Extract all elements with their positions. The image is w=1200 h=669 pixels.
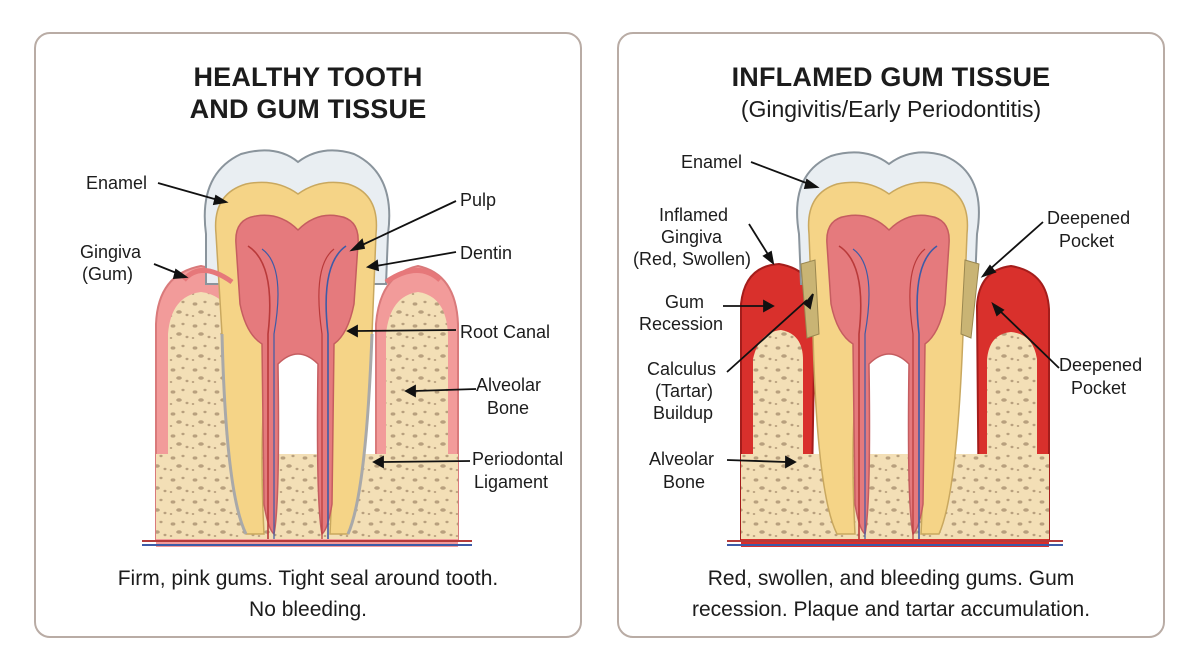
label-inflamed-gingiva-line1: Inflamed — [659, 205, 729, 225]
label-pocket-top-line2: Pocket — [1059, 231, 1115, 251]
inflamed-caption-line2: recession. Plaque and tartar accumulatio… — [691, 598, 1091, 621]
label-pocket-bottom-line1: Deepened — [1059, 355, 1143, 375]
label-inflamed-gingiva-line3: (Red, Swollen) — [633, 249, 752, 269]
label-alveolar-line1: Alveolar — [649, 449, 715, 469]
healthy-root-outline — [220, 333, 374, 535]
label-inflamed-gingiva-line2: Gingiva — [661, 227, 723, 247]
healthy-caption-line1: Firm, pink gums. Tight seal around tooth… — [117, 567, 499, 590]
label-calculus-line2: (Tartar) — [655, 381, 713, 401]
label-pocket-bottom-line2: Pocket — [1071, 378, 1127, 398]
label-gingiva-line2: (Gum) — [82, 264, 133, 284]
label-calculus-line3: Buildup — [653, 403, 714, 423]
label-pocket-top-line1: Deepened — [1047, 208, 1131, 228]
inflamed-tooth-illustration — [723, 151, 1063, 547]
inflamed-panel: INFLAMED GUM TISSUE (Gingivitis/Early Pe… — [617, 32, 1165, 638]
label-enamel: Enamel — [86, 173, 148, 193]
label-alveolar-line1: Alveolar — [476, 375, 542, 395]
label-alveolar-line2: Bone — [487, 398, 530, 418]
healthy-title-line1: HEALTHY TOOTH — [193, 62, 423, 92]
inflamed-caption-line1: Red, swollen, and bleeding gums. Gum — [707, 567, 1075, 590]
calculus-right — [960, 259, 980, 339]
healthy-bone-base — [156, 454, 458, 544]
label-dentin: Dentin — [460, 243, 513, 263]
inflamed-bone-base — [741, 454, 1049, 544]
healthy-tooth-illustration — [142, 149, 477, 547]
label-alveolar-line2: Bone — [663, 472, 706, 492]
label-pulp: Pulp — [460, 190, 497, 210]
label-pdl-line2: Ligament — [474, 472, 549, 492]
healthy-caption-line2: No bleeding. — [249, 598, 367, 621]
healthy-panel: HEALTHY TOOTH AND GUM TISSUE — [34, 32, 582, 638]
label-root-canal: Root Canal — [460, 322, 551, 342]
label-gingiva-line1: Gingiva — [80, 242, 142, 262]
label-recession-line1: Gum — [665, 292, 705, 312]
healthy-title-line2: AND GUM TISSUE — [189, 94, 427, 124]
inflamed-title: INFLAMED GUM TISSUE — [731, 62, 1051, 92]
label-recession-line2: Recession — [639, 314, 724, 334]
label-enamel: Enamel — [681, 152, 743, 172]
label-calculus-line1: Calculus — [647, 359, 717, 379]
label-pdl-line1: Periodontal — [472, 449, 564, 469]
inflamed-subtitle: (Gingivitis/Early Periodontitis) — [740, 96, 1042, 122]
